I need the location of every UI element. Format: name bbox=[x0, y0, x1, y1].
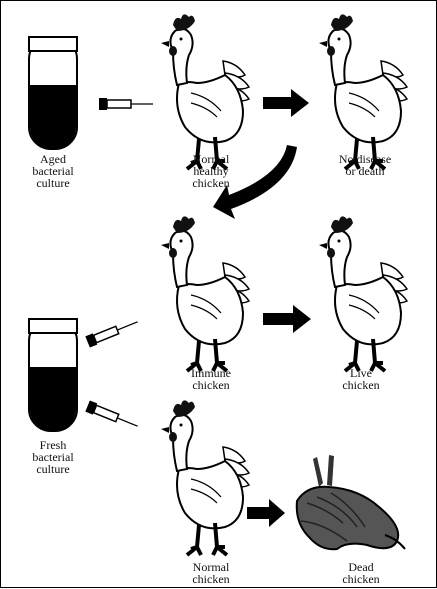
immune-chicken bbox=[161, 216, 249, 371]
live-chicken bbox=[319, 216, 407, 371]
syringe-icon bbox=[85, 316, 140, 347]
fresh-culture-label: Fresh bacterial culture bbox=[15, 439, 91, 475]
fresh-culture-tube bbox=[29, 319, 77, 432]
dead-chicken-icon bbox=[297, 455, 405, 549]
dead-label: Dead chicken bbox=[323, 561, 399, 585]
aged-culture-tube bbox=[29, 37, 77, 150]
syringe-icon bbox=[85, 400, 140, 431]
syringe-icon bbox=[99, 98, 153, 110]
normal-healthy-chicken bbox=[161, 14, 249, 169]
normal-label: Normal chicken bbox=[173, 561, 249, 585]
immune-label: Immune chicken bbox=[173, 367, 249, 391]
live-label: Live chicken bbox=[323, 367, 399, 391]
arrow-right-icon bbox=[263, 305, 311, 333]
aged-culture-label: Aged bacterial culture bbox=[15, 153, 91, 189]
arrow-right-icon bbox=[247, 499, 285, 527]
normal-healthy-label: Normal healthy chicken bbox=[173, 153, 249, 189]
arrow-right-icon bbox=[263, 89, 309, 117]
no-disease-chicken bbox=[319, 14, 407, 169]
normal-chicken bbox=[161, 400, 249, 555]
no-disease-label: No disease or death bbox=[323, 153, 407, 177]
